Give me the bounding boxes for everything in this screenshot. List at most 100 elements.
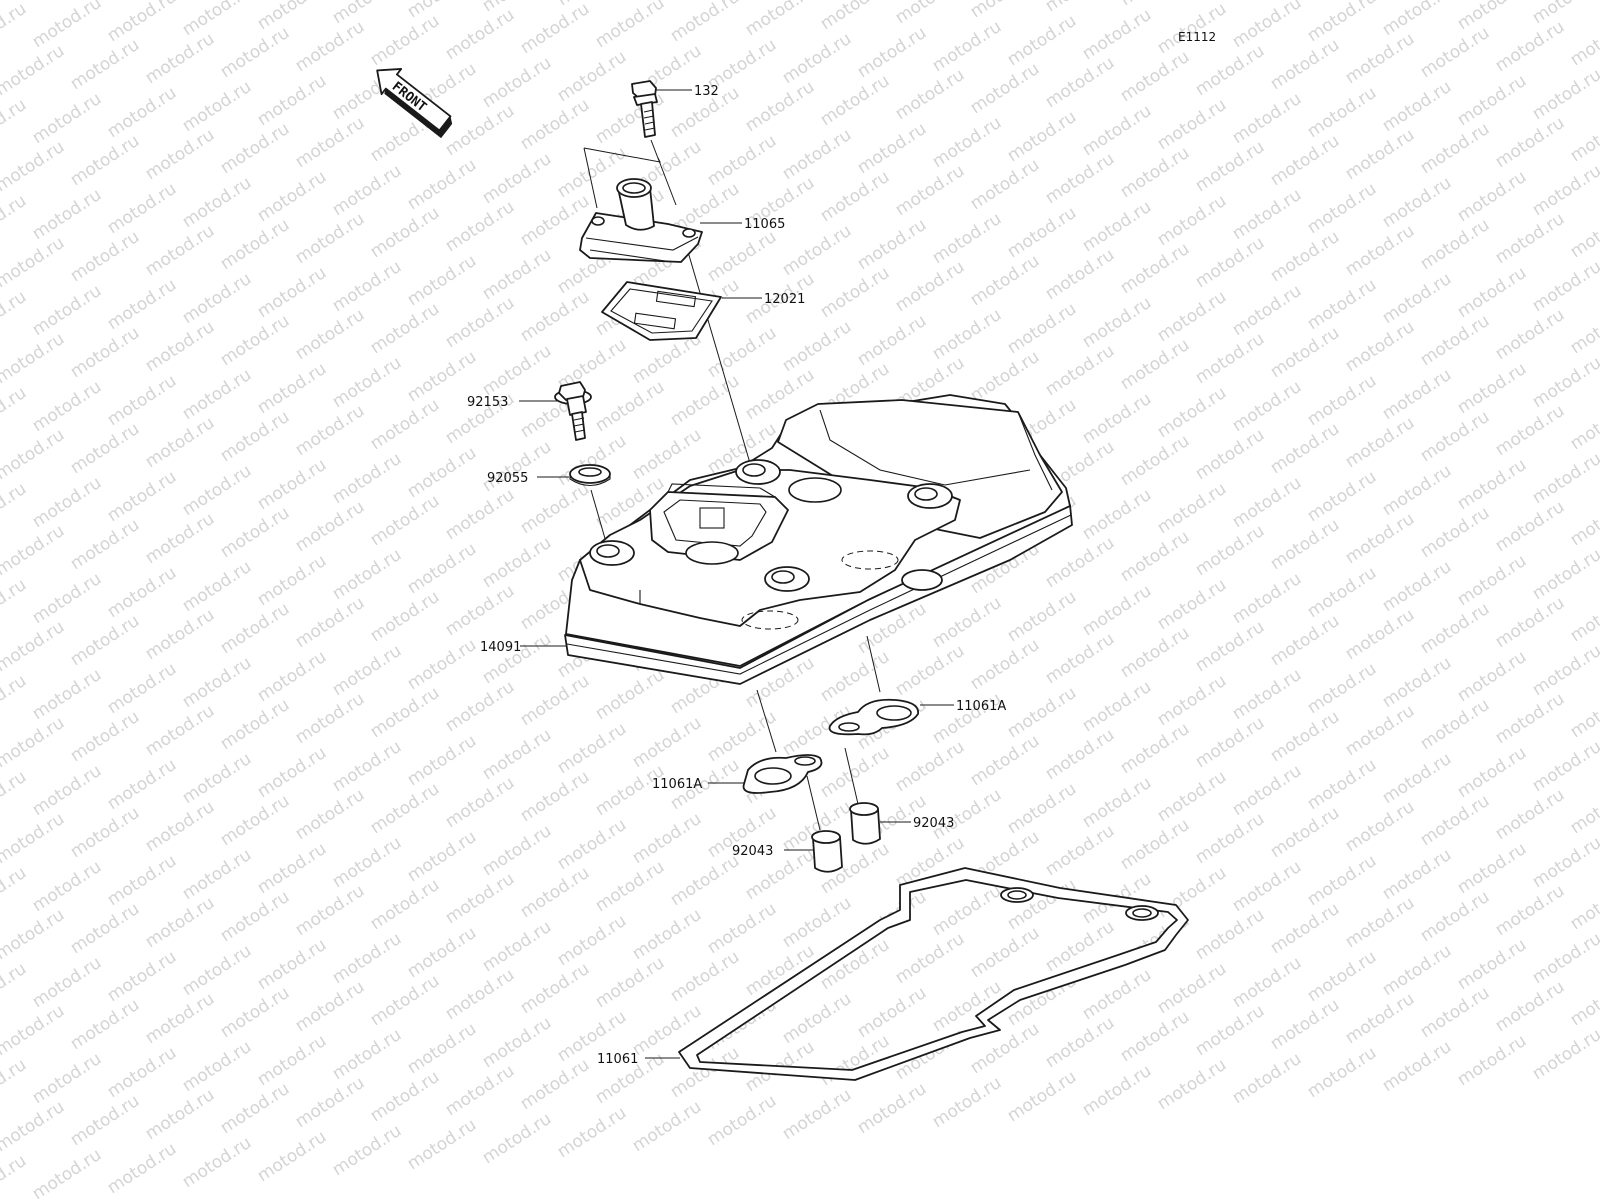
watermark-text: motod.ru xyxy=(1154,95,1230,154)
watermark-text: motod.ru xyxy=(892,161,968,220)
watermark-text: motod.ru xyxy=(854,215,930,274)
watermark-text: motod.ru xyxy=(1529,1025,1600,1084)
watermark-text: motod.ru xyxy=(704,1091,780,1150)
watermark-text: motod.ru xyxy=(1304,563,1380,622)
watermark-text: motod.ru xyxy=(1117,623,1193,682)
watermark-text: motod.ru xyxy=(292,497,368,556)
watermark-text: motod.ru xyxy=(1454,1031,1530,1090)
watermark-text: motod.ru xyxy=(1079,389,1155,448)
watermark-text: motod.ru xyxy=(1492,593,1568,652)
watermark-text: motod.ru xyxy=(29,473,105,532)
watermark-text: motod.ru xyxy=(1004,11,1080,70)
watermark-text: motod.ru xyxy=(1304,947,1380,1006)
watermark-text: motod.ru xyxy=(1117,239,1193,298)
bolt-132 xyxy=(631,80,658,138)
watermark-text: motod.ru xyxy=(1342,413,1418,472)
watermark-text: motod.ru xyxy=(142,317,218,376)
watermark-text: motod.ru xyxy=(554,47,630,106)
watermark-text: motod.ru xyxy=(29,569,105,628)
watermark-text: motod.ru xyxy=(67,707,143,766)
watermark-text: motod.ru xyxy=(1417,791,1493,850)
callout-92153: 92153 xyxy=(467,395,508,410)
watermark-text: motod.ru xyxy=(292,593,368,652)
watermark-text: motod.ru xyxy=(0,767,30,826)
watermark-text: motod.ru xyxy=(179,845,255,904)
watermark-text: motod.ru xyxy=(1192,425,1268,484)
watermark-text: motod.ru xyxy=(854,311,930,370)
watermark-text: motod.ru xyxy=(1379,269,1455,328)
watermark-text: motod.ru xyxy=(1079,101,1155,160)
watermark-text: motod.ru xyxy=(179,461,255,520)
watermark-text: motod.ru xyxy=(704,323,780,382)
watermark-text: motod.ru xyxy=(967,0,1043,22)
watermark-text: motod.ru xyxy=(217,1079,293,1138)
watermark-text: motod.ru xyxy=(0,383,30,442)
watermark-text: motod.ru xyxy=(1004,299,1080,358)
watermark-text: motod.ru xyxy=(554,815,630,874)
watermark-text: motod.ru xyxy=(1417,983,1493,1042)
watermark-text: motod.ru xyxy=(1454,935,1530,994)
watermark-text: motod.ru xyxy=(0,575,30,634)
watermark-text: motod.ru xyxy=(1454,71,1530,130)
watermark-text: motod.ru xyxy=(1154,1055,1230,1114)
watermark-text: motod.ru xyxy=(967,923,1043,982)
watermark-text: motod.ru xyxy=(442,773,518,832)
watermark-text: motod.ru xyxy=(329,641,405,700)
watermark-text: motod.ru xyxy=(854,119,930,178)
watermark-text: motod.ru xyxy=(1004,1067,1080,1126)
watermark-text: motod.ru xyxy=(1529,257,1600,316)
watermark-text: motod.ru xyxy=(442,485,518,544)
watermark-text: motod.ru xyxy=(179,941,255,1000)
watermark-text: motod.ru xyxy=(1342,989,1418,1048)
watermark-text: motod.ru xyxy=(1304,659,1380,718)
watermark-text: motod.ru xyxy=(967,731,1043,790)
watermark-text: motod.ru xyxy=(67,995,143,1054)
watermark-text: motod.ru xyxy=(517,1055,593,1114)
watermark-text: motod.ru xyxy=(817,167,893,226)
watermark-text: motod.ru xyxy=(1417,23,1493,82)
washer-92055 xyxy=(569,464,611,487)
watermark-text: motod.ru xyxy=(1417,887,1493,946)
watermark-text: motod.ru xyxy=(404,155,480,214)
watermark-text: motod.ru xyxy=(1192,41,1268,100)
watermark-text: motod.ru xyxy=(0,425,68,484)
watermark-text: motod.ru xyxy=(292,305,368,364)
watermark-text: motod.ru xyxy=(1529,545,1600,604)
watermark-text: motod.ru xyxy=(104,659,180,718)
watermark-text: motod.ru xyxy=(629,425,705,484)
watermark-text: motod.ru xyxy=(1492,17,1568,76)
watermark-text: motod.ru xyxy=(404,539,480,598)
watermark-text: motod.ru xyxy=(967,155,1043,214)
watermark-text: motod.ru xyxy=(592,377,668,436)
watermark-text: motod.ru xyxy=(929,305,1005,364)
watermark-text: motod.ru xyxy=(217,695,293,754)
watermark-text: motod.ru xyxy=(1492,689,1568,748)
watermark-text: motod.ru xyxy=(1567,395,1600,454)
watermark-text: motod.ru xyxy=(0,959,30,1018)
breather-plate-12021 xyxy=(601,281,722,341)
watermark-text: motod.ru xyxy=(1417,503,1493,562)
head-cover-gasket-11061 xyxy=(678,867,1189,1081)
watermark-text: motod.ru xyxy=(367,1067,443,1126)
callout-14091: 14091 xyxy=(480,640,521,655)
watermark-text: motod.ru xyxy=(1154,575,1230,634)
watermark-text: motod.ru xyxy=(367,875,443,934)
watermark-text: motod.ru xyxy=(892,737,968,796)
watermark-text: motod.ru xyxy=(0,1055,30,1114)
watermark-text: motod.ru xyxy=(254,71,330,130)
watermark-text: motod.ru xyxy=(1379,557,1455,616)
watermark-text: motod.ru xyxy=(1042,1013,1118,1072)
watermark-text: motod.ru xyxy=(179,749,255,808)
watermark-text: motod.ru xyxy=(367,395,443,454)
callout-11061a-right: 11061A xyxy=(956,699,1006,714)
watermark-text: motod.ru xyxy=(442,293,518,352)
watermark-text: motod.ru xyxy=(1454,455,1530,514)
watermark-text: motod.ru xyxy=(67,131,143,190)
watermark-text: motod.ru xyxy=(1342,317,1418,376)
watermark-text: motod.ru xyxy=(142,509,218,568)
watermark-text: motod.ru xyxy=(1567,107,1600,166)
watermark-text: motod.ru xyxy=(254,935,330,994)
watermark-text: motod.ru xyxy=(1304,1043,1380,1102)
watermark-text: motod.ru xyxy=(329,257,405,316)
watermark-text: motod.ru xyxy=(779,29,855,88)
